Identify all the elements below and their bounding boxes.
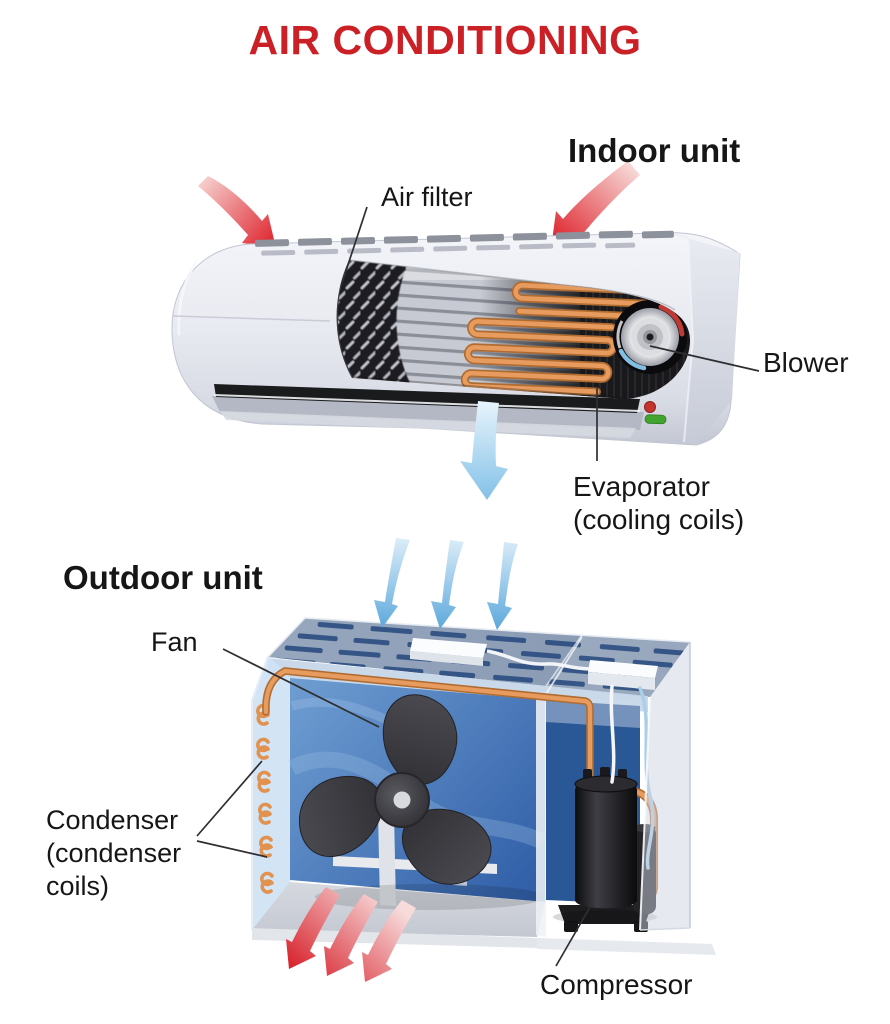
indoor-unit-heading: Indoor unit bbox=[568, 132, 741, 169]
terminal-box-side-icon bbox=[588, 660, 658, 690]
evaporator-label: Evaporator (cooling coils) bbox=[573, 470, 744, 536]
right-wall bbox=[639, 642, 691, 931]
blower-label: Blower bbox=[763, 347, 849, 378]
compressor-label: Compressor bbox=[540, 969, 693, 1000]
air-outlet-louver-icon bbox=[212, 384, 644, 438]
air-filter-label: Air filter bbox=[381, 182, 473, 212]
page-title: AIR CONDITIONING bbox=[248, 17, 642, 63]
terminal-box-top-icon bbox=[410, 638, 591, 671]
evaporator-label-line1: Evaporator bbox=[573, 471, 710, 502]
condenser-label-line2: (condenser bbox=[46, 838, 182, 868]
indoor-unit-illustration bbox=[171, 161, 741, 500]
condenser-label-line1: Condenser bbox=[46, 805, 179, 835]
left-wall bbox=[252, 656, 290, 930]
fan-label: Fan bbox=[151, 627, 198, 657]
condenser-leader-upper bbox=[196, 760, 263, 837]
fan-leader bbox=[222, 648, 380, 728]
top-vent-grille-icon bbox=[254, 230, 674, 256]
condenser-coils-icon bbox=[256, 703, 274, 894]
blower-wheel-icon bbox=[613, 300, 687, 374]
evaporator-label-line2: (cooling coils) bbox=[573, 504, 745, 535]
condenser-leader-lower bbox=[196, 840, 268, 858]
outdoor-unit-illustration bbox=[251, 538, 716, 982]
warm-air-intake-arrows-icon bbox=[198, 161, 640, 249]
condenser-label: Condenser (condenser coils) bbox=[46, 804, 181, 903]
outdoor-unit-heading: Outdoor unit bbox=[63, 559, 263, 596]
fan-blades-icon bbox=[298, 694, 492, 885]
air-filter-leader bbox=[340, 206, 368, 287]
air-filter-mesh-icon bbox=[336, 260, 410, 383]
partition-wall bbox=[536, 636, 583, 937]
blower-leader bbox=[649, 345, 760, 372]
indoor-unit-right-face bbox=[668, 233, 740, 445]
leader-lines bbox=[196, 206, 760, 967]
air-intake-arrows-icon bbox=[374, 538, 518, 630]
condenser-label-line3: coils) bbox=[46, 871, 110, 901]
hot-air-exhaust-arrows-icon bbox=[286, 887, 416, 982]
indicator-lights-icon bbox=[644, 401, 667, 425]
cold-air-outflow-arrow-icon bbox=[460, 401, 508, 500]
compressor-leader bbox=[555, 906, 591, 967]
